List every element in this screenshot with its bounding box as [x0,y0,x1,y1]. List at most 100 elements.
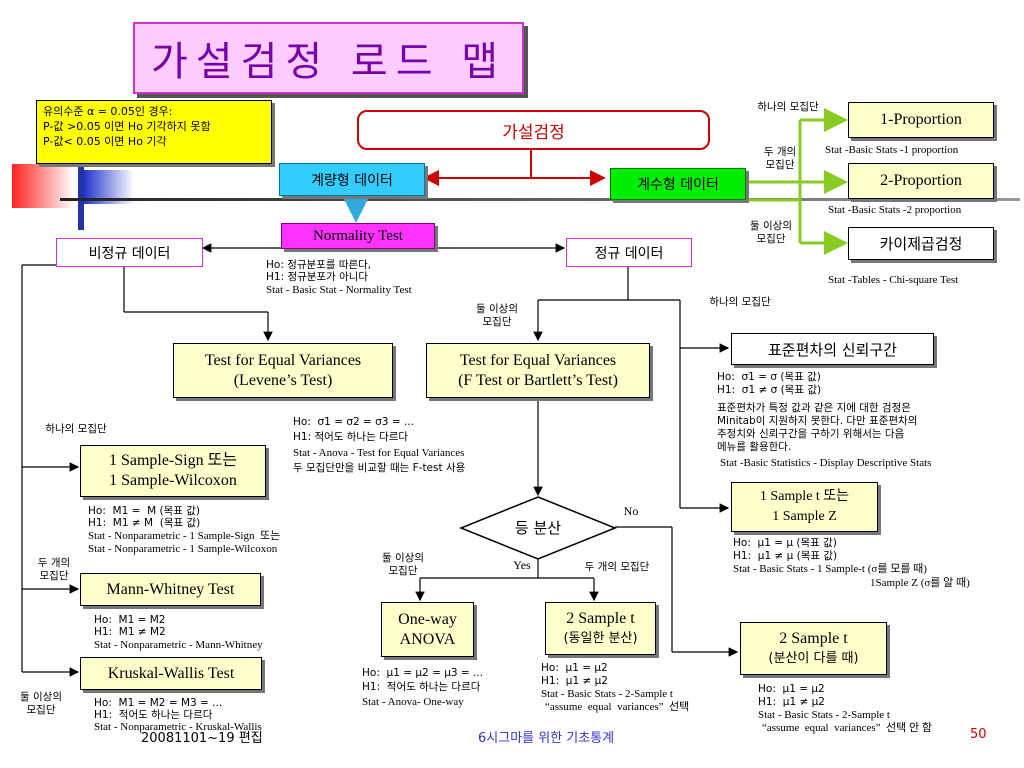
t2-neq-h1: H1: μ1 ≠ μ2 [758,696,825,708]
normality-h0: Ho: 정규분포를 따른다, [266,259,372,271]
t2-eq-menu-1: Stat - Basic Stats - 2-Sample t [541,688,673,700]
t1-h0: Ho: μ1 = μ (목표 값) [733,537,837,549]
kruskal-h1: H1: 적어도 하나는 다르다 [94,709,213,721]
std-dev-ci-node: 표준편차의 신뢰구간 [731,333,934,365]
label-one-population-proportion: 하나의 모집단 [757,101,819,113]
chi-square-node: 카이제곱검정 [848,227,994,260]
label-yes: Yes [513,558,531,572]
t2-neq-line-1: 2 Sample t [779,629,848,647]
kruskal-wallis-node: Kruskal-Wallis Test [80,657,262,690]
t2-eq-menu-2: “assume equal variances” 선택 [545,701,690,713]
mann-h0: Ho: M1 = M2 [94,614,166,626]
sign-menu-2: Stat - Nonparametric - 1 Sample-Wilcoxon [88,543,278,555]
label-no: No [623,504,639,518]
equal-variance-label: 등 분산 [514,519,562,537]
f-test-h1: H1: 적어도 하나는 다르다 [293,431,409,443]
t2-neq-h0: Ho: μ1 = μ2 [758,683,825,695]
footer-page-number: 50 [970,727,987,742]
decorative-horizontal-bar [60,198,1020,201]
levene-line-2: (Levene’s Test) [233,371,333,389]
hypothesis-test-node: 가설검정 [357,110,710,150]
sign-h0: Ho: M1 = M (목표 값) [88,505,200,517]
t2-eq-h0: Ho: μ1 = μ2 [541,662,608,674]
std-ci-desc-2: Minitab이 지원하지 못한다. 다만 표준편차의 [717,415,918,427]
t1-menu-2: 1Sample Z (σ를 알 때) [870,577,970,589]
levene-test-node: Test for Equal Variances (Levene’s Test) [173,343,393,398]
normality-h1: H1: 정규분포가 아니다 [266,271,369,283]
label-two-population-proportion: 두 개의 모집단 [763,146,797,171]
one-sample-sign-node: 1 Sample-Sign 또는 1 Sample-Wilcoxon [80,445,266,497]
std-ci-h1: H1: σ1 ≠ σ (목표 값) [717,384,822,396]
one-proportion-node: 1-Proportion [848,102,994,138]
anova-h0: Ho: μ1 = μ2 = μ3 = ... [362,667,484,679]
normal-data-node: 정규 데이터 [566,238,692,267]
anova-menu: Stat - Anova- One-way [362,696,464,708]
t1-line-1: 1 Sample t 또는 [759,489,850,504]
t2-eq-line-2: (동일한 분산) [563,630,638,646]
normality-test-node: Normality Test [281,223,435,249]
std-ci-desc-1: 표준편차가 특정 값과 같은 지에 대한 검정은 [717,402,911,414]
std-ci-menu: Stat -Basic Statistics - Display Descrip… [720,457,932,469]
label-multi-population-anova: 둘 이상의 모집단 [382,552,424,577]
std-ci-desc-3: 추정치와 신뢰구간을 구하기 위해서는 다음 [717,428,905,440]
t2-eq-h1: H1: μ1 ≠ μ2 [541,675,608,687]
sign-line-1: 1 Sample-Sign 또는 [108,452,238,469]
f-test-menu: Stat - Anova - Test for Equal Variances [293,447,465,459]
discrete-data-node: 계수형 데이터 [610,168,746,200]
label-two-population-left: 두 개의 모집단 [37,557,71,582]
label-multi-population-center: 둘 이상의 모집단 [476,303,518,328]
sign-h1: H1: M1 ≠ M (목표 값) [88,517,201,529]
footer-date: 20081101~19 편집 [141,731,263,746]
label-multi-population-left: 둘 이상의 모집단 [20,691,62,716]
chi-square-menu: Stat -Tables - Chi-square Test [828,274,959,286]
continuous-data-node: 계량형 데이터 [279,163,425,196]
t1-menu-1: Stat - Basic Stats - 1 Sample-t (σ를 모를 때… [733,563,927,575]
label-multi-population-proportion: 둘 이상의 모집단 [750,220,792,245]
significance-level-note: 유의수준 α = 0.05인 경우: P-값 >0.05 이면 Ho 기각하지 … [36,100,272,164]
t2-neq-menu-2: “assume equal variances” 선택 안 함 [762,722,932,734]
one-proportion-menu: Stat -Basic Stats -1 proportion [825,144,959,156]
sign-line-2: 1 Sample-Wilcoxon [109,472,237,489]
t2-neq-menu-1: Stat - Basic Stats - 2-Sample t [758,709,890,721]
label-one-population-left: 하나의 모집단 [45,423,107,435]
sign-menu-1: Stat - Nonparametric - 1 Sample-Sign 또는 [88,530,281,542]
anova-h1: H1: 적어도 하나는 다르다 [362,681,481,693]
one-way-anova-node: One-way ANOVA [381,602,474,657]
alpha-line-1: 유의수준 α = 0.05인 경우: [43,105,173,118]
f-test-node: Test for Equal Variances (F Test or Bart… [426,343,650,398]
normality-menu: Stat - Basic Stat - Normality Test [266,284,412,296]
one-sample-t-node: 1 Sample t 또는 1 Sample Z [731,482,878,532]
decorative-vertical-bar [78,155,84,230]
equal-variance-diamond [458,496,618,560]
kruskal-h0: Ho: M1 = M2 = M3 = ... [94,697,223,709]
t1-h1: H1: μ1 ≠ μ (목표 값) [733,550,838,562]
kruskal-menu: Stat - Nonparametric - Kruskal-Wallis [94,721,262,733]
std-ci-desc-4: 메뉴를 활용한다. [717,441,792,453]
mann-whitney-node: Mann-Whitney Test [80,573,261,606]
anova-line-2: ANOVA [399,630,456,648]
alpha-line-3: P-값< 0.05 이면 Ho 기각 [43,135,167,148]
levene-line-1: Test for Equal Variances [204,351,362,369]
two-sample-t-unequal-node: 2 Sample t (분산이 다를 때) [740,622,887,675]
page-title: 가설검정 로드 맵 [133,22,524,94]
f-test-line-2: (F Test or Bartlett’s Test) [458,371,618,389]
two-proportion-menu: Stat -Basic Stats -2 proportion [828,204,962,216]
t2-neq-line-2: (분산이 다를 때) [768,650,859,666]
footer-course: 6시그마를 위한 기초통계 [478,731,615,746]
std-ci-h0: Ho: σ1 = σ (목표 값) [717,371,821,383]
alpha-line-2: P-값 >0.05 이면 Ho 기각하지 못함 [43,120,211,133]
f-test-line-1: Test for Equal Variances [459,351,617,369]
f-test-note: 두 모집단만을 비교할 때는 F-test 사용 [293,462,466,474]
non-normal-data-node: 비정규 데이터 [56,238,203,267]
two-sample-t-equal-node: 2 Sample t (동일한 분산) [545,602,656,655]
two-proportion-node: 2-Proportion [848,163,994,199]
t2-eq-line-1: 2 Sample t [566,609,635,627]
mann-menu: Stat - Nonparametric - Mann-Whitney [94,639,263,651]
f-test-h0: Ho: σ1 = σ2 = σ3 = ... [293,416,414,428]
anova-line-1: One-way [398,610,457,628]
t1-line-2: 1 Sample Z [772,509,837,524]
mann-h1: H1: M1 ≠ M2 [94,626,166,638]
label-one-population-right: 하나의 모집단 [709,296,771,308]
label-two-population-2t: 두 개의 모집단 [584,561,650,573]
